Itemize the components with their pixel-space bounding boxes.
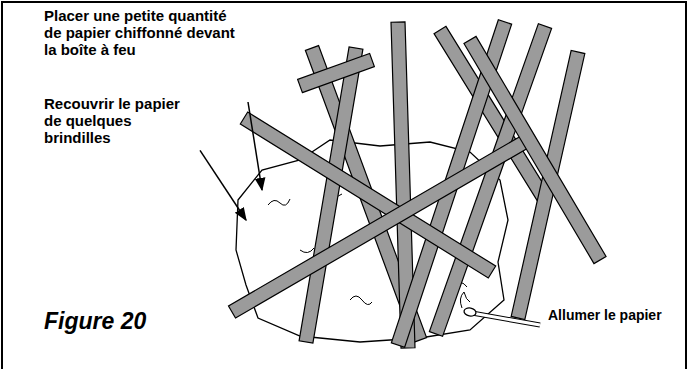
- twig: [464, 36, 606, 263]
- figure-caption: Figure 20: [44, 308, 146, 335]
- instruction-label: Allumer le papier: [548, 308, 683, 324]
- leader-line: [200, 150, 246, 220]
- twig: [299, 47, 363, 343]
- callout-label: Placer une petite quantité de papier chi…: [44, 8, 244, 58]
- twig: [228, 134, 531, 318]
- match: [460, 292, 540, 325]
- leader-line: [248, 102, 262, 190]
- twig: [240, 112, 495, 278]
- callout-label: Recouvrir le papier de quelques brindill…: [44, 96, 194, 146]
- twig: [298, 53, 375, 92]
- twigs: [228, 20, 606, 348]
